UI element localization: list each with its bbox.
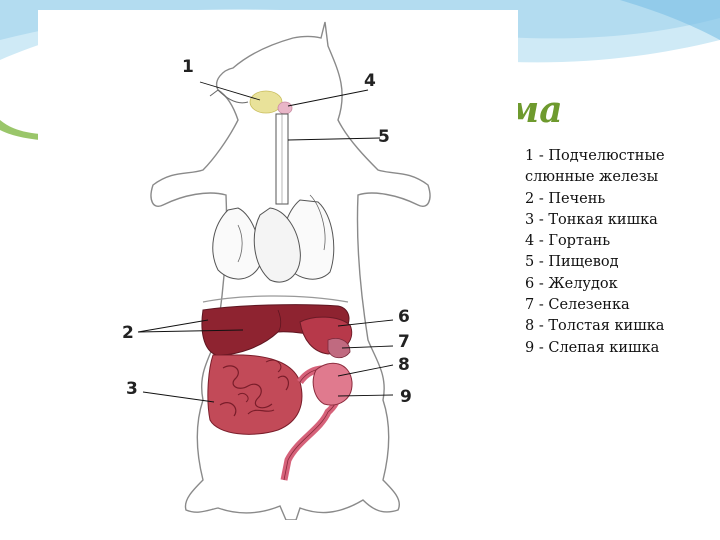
lungs: [212, 207, 262, 280]
label-2: 2: [122, 323, 134, 343]
legend: 1 - Подчелюстные слюнные железы 2 - Пече…: [525, 146, 715, 359]
legend-item: 1 - Подчелюстные слюнные железы: [525, 146, 715, 189]
salivary-gland: [249, 90, 283, 114]
legend-item-line: слюнные железы: [525, 169, 659, 186]
label-5: 5: [378, 127, 390, 147]
heart: [253, 207, 301, 283]
label-8: 8: [398, 355, 410, 375]
legend-item: 5 - Пищевод: [525, 254, 619, 271]
caecum: [312, 362, 353, 406]
legend-item: 4 - Гортань: [525, 233, 611, 250]
legend-item: 9 - Слепая кишка: [525, 339, 660, 356]
label-3: 3: [126, 379, 138, 399]
label-1: 1: [182, 57, 194, 77]
label-7: 7: [398, 332, 410, 352]
label-9: 9: [400, 387, 412, 407]
legend-item: 6 - Желудок: [525, 275, 618, 292]
legend-item-line: 1 - Подчелюстные: [525, 148, 665, 164]
legend-item: 8 - Толстая кишка: [525, 318, 665, 335]
larynx: [277, 101, 293, 115]
label-6: 6: [398, 307, 410, 327]
legend-item: 3 - Тонкая кишка: [525, 211, 658, 228]
rat-anatomy-diagram: 1 4 5 6 2 7 8 3 9: [122, 21, 431, 520]
label-4: 4: [364, 71, 376, 91]
legend-item: 7 - Селезенка: [525, 297, 630, 314]
small-intestine: [207, 354, 303, 435]
rat-anatomy-figure: 1 4 5 6 2 7 8 3 9: [38, 10, 518, 520]
spleen: [327, 338, 351, 359]
legend-item: 2 - Печень: [525, 190, 606, 207]
